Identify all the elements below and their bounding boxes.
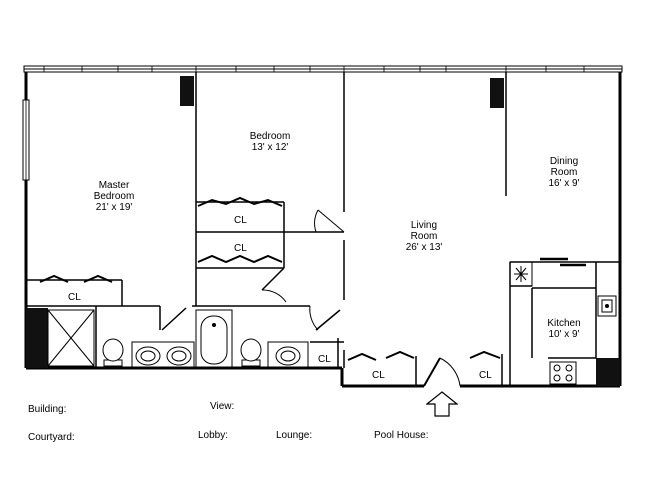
- closet-label: CL: [479, 370, 492, 381]
- interior-walls: [26, 72, 620, 386]
- top-windows: [23, 65, 623, 73]
- room-size: 10' x 9': [548, 329, 580, 340]
- field-building: Building:: [28, 404, 67, 415]
- toilet-icon: [240, 338, 262, 367]
- closet-label: CL: [318, 354, 331, 365]
- room-name: Room: [550, 167, 578, 178]
- field-pool-house: Pool House:: [374, 430, 429, 441]
- field-view: View:: [210, 401, 235, 412]
- room-size: 26' x 13': [405, 242, 443, 253]
- room-name: Kitchen: [547, 318, 581, 329]
- room-name: Dining: [549, 156, 579, 167]
- closet-label: CL: [234, 215, 247, 226]
- room-label-kitchen: Kitchen 10' x 9': [532, 318, 596, 340]
- closet-doors: [39, 196, 501, 361]
- closet-label: CL: [234, 243, 247, 254]
- room-label-bedroom: Bedroom 13' x 12': [238, 131, 302, 153]
- sink-icon: [597, 295, 617, 317]
- closet-label: CL: [372, 370, 385, 381]
- closet-label: CL: [68, 292, 81, 303]
- swing-doors: [161, 209, 461, 387]
- room-label-master-bedroom: Master Bedroom 21' x 19': [82, 180, 146, 213]
- stove-icon: [549, 361, 577, 385]
- room-size: 21' x 19': [95, 202, 133, 213]
- fan-icon: [509, 261, 533, 287]
- kitchen-counter: [540, 257, 586, 267]
- room-label-living-room: Living Room 26' x 13': [392, 220, 456, 253]
- toilet-icon: [102, 338, 124, 367]
- field-courtyard: Courtyard:: [28, 432, 75, 443]
- room-name: Bedroom: [93, 191, 135, 202]
- room-label-dining-room: Dining Room 16' x 9': [532, 156, 596, 189]
- room-size: 13' x 12': [251, 142, 289, 153]
- room-size: 16' x 9': [548, 178, 580, 189]
- up-arrow-icon: [426, 391, 458, 417]
- room-name: Living: [410, 220, 438, 231]
- room-name: Bedroom: [249, 131, 291, 142]
- bathtub-icon: [195, 309, 233, 369]
- field-lounge: Lounge:: [276, 430, 313, 441]
- shower-icon: [47, 309, 95, 367]
- room-name: Master: [98, 180, 130, 191]
- structural-columns: [26, 76, 620, 386]
- field-lobby: Lobby:: [198, 430, 229, 441]
- room-name: Room: [410, 231, 438, 242]
- sink-icon: [131, 341, 309, 369]
